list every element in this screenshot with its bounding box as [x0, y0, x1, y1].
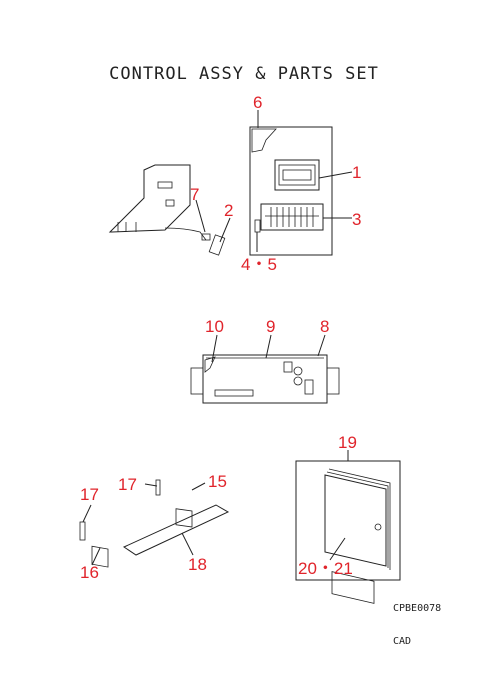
sensor-wire [164, 227, 207, 241]
diagram-title: CONTROL ASSY & PARTS SET [109, 64, 379, 84]
callout-17-upper: 17 [118, 475, 137, 494]
part-1-relay [274, 159, 320, 191]
callout-2: 2 [224, 201, 233, 220]
part-7-sensor [201, 233, 211, 241]
part-15-plate [175, 508, 193, 528]
part-17-pin-lower [79, 521, 86, 541]
part-17-pin-upper [155, 479, 161, 496]
callout-18: 18 [188, 555, 207, 574]
leaders-group-1 [256, 110, 353, 252]
controller-screen [331, 571, 375, 604]
callout-8: 8 [320, 317, 329, 336]
part-3-terminal-block [260, 203, 324, 231]
drawing-code: CPBE0078 [393, 603, 442, 614]
callout-1: 1 [352, 163, 361, 182]
controller-body [324, 474, 387, 567]
part-18-strip [122, 504, 230, 556]
callout-20-21: 20・21 [298, 559, 353, 578]
callout-3: 3 [352, 210, 361, 229]
terminal-slots [265, 207, 319, 227]
callout-10: 10 [205, 317, 224, 336]
control-box-group [249, 126, 333, 256]
cad-label: CAD [393, 636, 412, 647]
panel-corner-mark [251, 128, 277, 153]
callout-7: 7 [190, 185, 199, 204]
callout-17-lower: 17 [80, 485, 99, 504]
control-box-panel [249, 126, 333, 256]
part-2-sensor-holder [208, 234, 226, 256]
part-4-5-screw [254, 219, 261, 233]
part-10-mark [204, 356, 216, 373]
callout-19: 19 [338, 433, 357, 452]
part-16-plate [91, 545, 109, 568]
remote-controller-group [295, 450, 401, 604]
bracket-outline [108, 164, 191, 233]
callout-9: 9 [266, 317, 275, 336]
small-parts-group [79, 479, 230, 568]
callout-15: 15 [208, 472, 227, 491]
pcb-group [190, 334, 340, 404]
callout-6: 6 [253, 93, 262, 112]
bracket-group [108, 164, 231, 256]
callout-4-5: 4・5 [241, 255, 277, 274]
callout-16: 16 [80, 563, 99, 582]
